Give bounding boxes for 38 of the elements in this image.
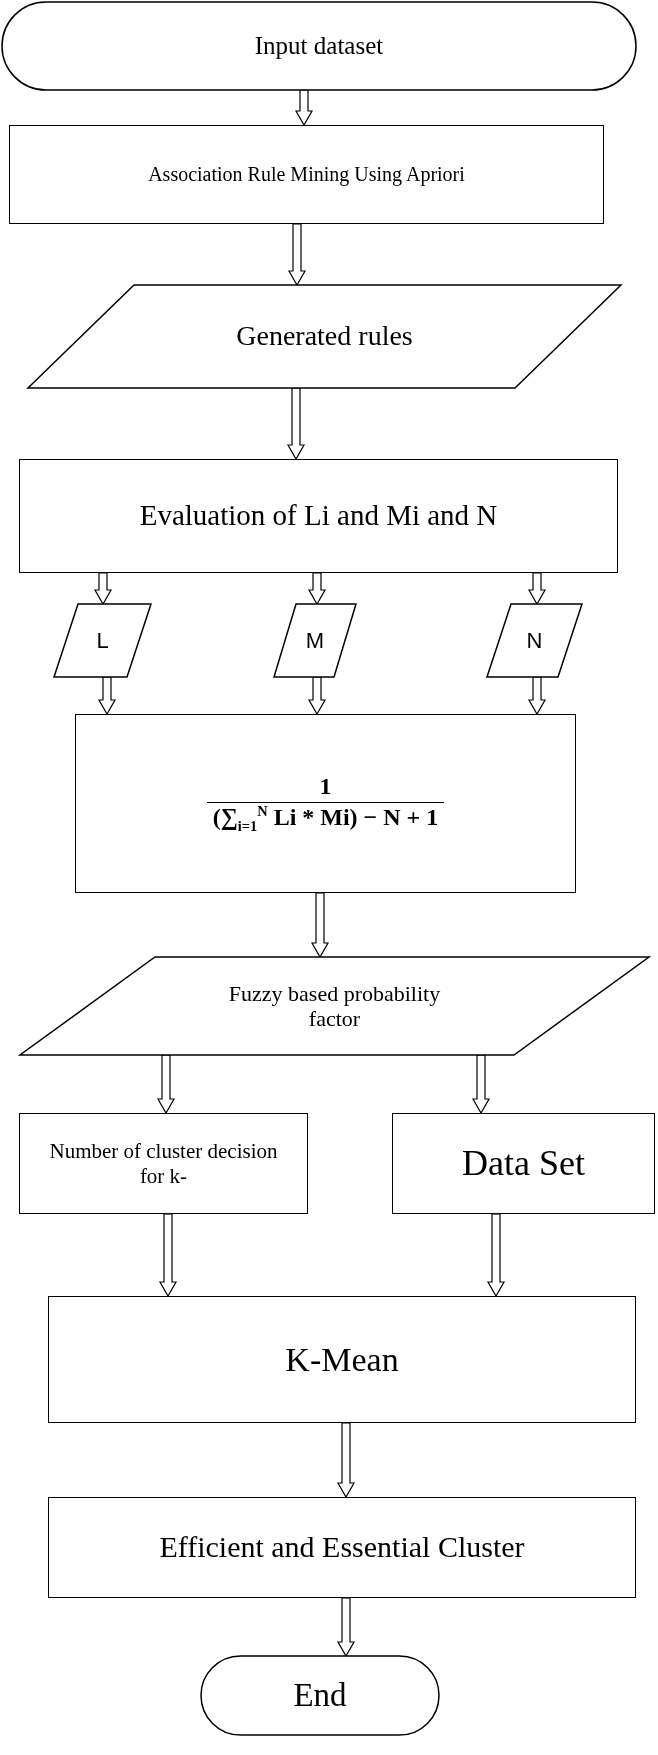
block-arrow xyxy=(294,89,314,127)
process-box xyxy=(19,1113,308,1214)
block-arrow xyxy=(307,676,327,716)
block-arrow xyxy=(336,1597,356,1658)
formula-denominator: (∑$_{i=1}$$^{N}$ Li * Mi) − N + 1 xyxy=(206,802,445,835)
block-arrow xyxy=(287,223,307,287)
block-arrow xyxy=(336,1422,356,1499)
box-label: Association Rule Mining Using Apriori xyxy=(148,163,465,186)
process-box xyxy=(392,1113,655,1214)
box-label: Fuzzy based probability factor xyxy=(227,980,442,1032)
block-arrow xyxy=(486,1213,506,1298)
process-box xyxy=(75,714,576,893)
block-arrow xyxy=(527,572,547,606)
box-label: M xyxy=(305,627,325,654)
box-label: N xyxy=(526,627,543,654)
block-arrow xyxy=(286,387,306,461)
box-label: L xyxy=(96,627,109,654)
block-arrow xyxy=(158,1213,178,1298)
box-label: Generated rules xyxy=(236,320,413,353)
block-arrow xyxy=(527,676,547,716)
block-arrow xyxy=(93,572,113,606)
process-box xyxy=(19,459,618,573)
block-arrow xyxy=(310,892,330,959)
process-box xyxy=(48,1497,636,1598)
formula-numerator: 1 xyxy=(318,772,333,801)
block-arrow xyxy=(97,676,117,716)
process-box xyxy=(48,1296,636,1423)
box-label: Efficient and Essential Cluster xyxy=(159,1530,525,1565)
box-label: End xyxy=(293,1676,347,1715)
block-arrow xyxy=(471,1054,491,1115)
box-label: Data Set xyxy=(462,1142,585,1185)
box-label: K-Mean xyxy=(285,1339,399,1380)
block-arrow xyxy=(156,1054,176,1115)
box-label: Evaluation of Li and Mi and N xyxy=(139,499,498,533)
block-arrow xyxy=(307,572,327,606)
box-label: Number of cluster decision for k- xyxy=(48,1139,279,1188)
process-box xyxy=(9,125,604,224)
box-label: Input dataset xyxy=(254,31,384,61)
